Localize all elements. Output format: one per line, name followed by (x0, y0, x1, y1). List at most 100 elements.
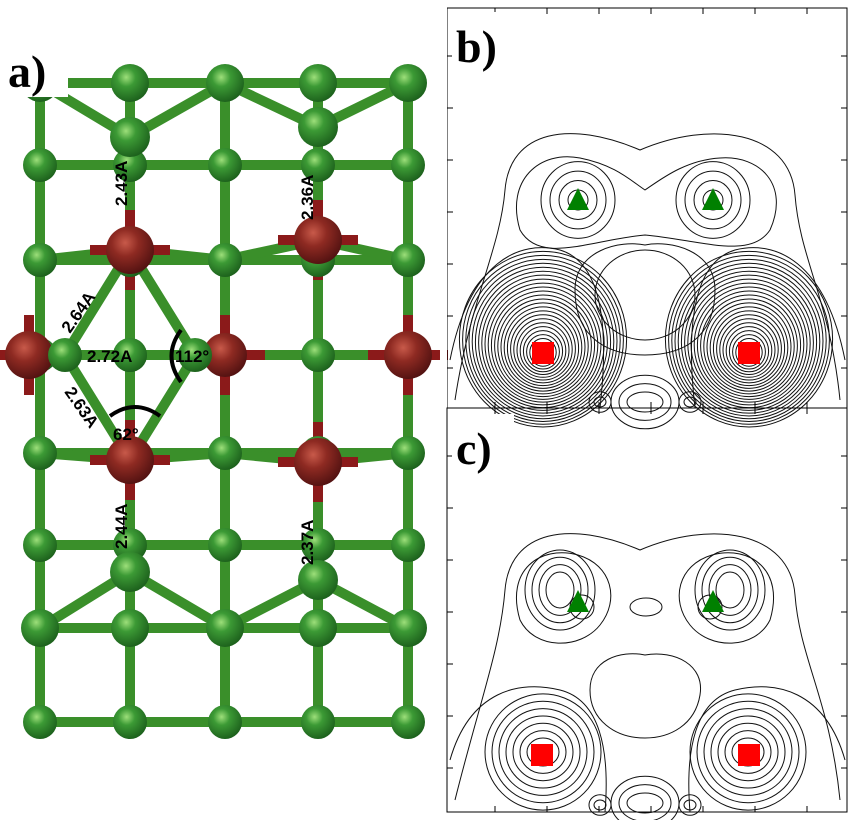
host-atom (301, 148, 335, 182)
host-atom (206, 609, 244, 647)
contour-line (677, 266, 821, 417)
contour-line (719, 318, 779, 381)
contour-line (478, 274, 608, 411)
contour-panel-c: c) (446, 407, 848, 820)
host-atom (113, 528, 147, 562)
contour-line (709, 306, 789, 389)
contour-line (680, 270, 818, 414)
contour-line (545, 571, 575, 609)
host-atom (110, 117, 150, 157)
contour-line (522, 330, 564, 373)
contour-line (700, 294, 798, 398)
host-atom (299, 609, 337, 647)
host-atom (208, 243, 242, 277)
contour-line (725, 326, 773, 376)
contour-line (683, 799, 697, 811)
contour-line (594, 249, 696, 341)
contour-line (629, 597, 663, 617)
contour-line (618, 383, 672, 421)
contour-line (678, 391, 702, 413)
angle-arc-112 (169, 328, 183, 384)
angle-label: 62° (113, 425, 139, 444)
contour-line (717, 722, 779, 782)
contour-lines-c (449, 533, 846, 820)
contour-panel-b: b) (440, 0, 848, 820)
contour-line (593, 799, 607, 811)
contour-line (735, 338, 763, 367)
contour-line (494, 294, 592, 398)
contour-line (675, 161, 751, 239)
host-atom (23, 148, 57, 182)
contour-line (471, 266, 615, 417)
contour-line (708, 564, 752, 616)
host-atom (21, 609, 59, 647)
dopant-atom (294, 438, 342, 486)
contour-line (515, 552, 612, 644)
contour-line (449, 686, 607, 813)
contour-line (490, 290, 596, 400)
contour-line (697, 594, 723, 620)
contour-line (500, 302, 586, 392)
contour-line (462, 254, 624, 425)
contour-line (497, 298, 589, 395)
contour-line (538, 564, 582, 616)
contour-line (503, 306, 583, 389)
atom-layer (5, 64, 432, 739)
contour-line (484, 693, 602, 811)
triangle-marker (702, 188, 724, 210)
host-atom (110, 552, 150, 592)
contour-line (491, 700, 595, 804)
panel-c-frame (446, 407, 848, 813)
axis-ticks-c (447, 408, 847, 812)
contour-line (474, 270, 612, 414)
contour-line (558, 180, 598, 220)
host-atom (48, 338, 82, 372)
panel-b-label-bg (452, 12, 514, 70)
contour-line (512, 722, 574, 782)
contour-line (732, 334, 766, 370)
host-atom (113, 338, 147, 372)
contour-line (690, 247, 846, 409)
contour-line (683, 396, 697, 408)
contour-line (513, 318, 573, 381)
dopant-atom (5, 331, 53, 379)
contour-line (678, 552, 775, 644)
host-atom (299, 64, 337, 102)
contour-line (706, 302, 792, 392)
host-atom (23, 436, 57, 470)
dopant-atom (203, 333, 247, 377)
dopant-atom (106, 436, 154, 484)
contour-line (674, 262, 824, 420)
host-atom (206, 64, 244, 102)
contour-line (454, 533, 841, 801)
structure-panel: a) 2.43A 2.36A 2.64A 2.72A 112° 2.63A 62… (0, 35, 448, 739)
host-atom (208, 148, 242, 182)
frame-mask (440, 0, 447, 820)
contour-line (498, 708, 588, 796)
contour-line (684, 170, 742, 230)
host-atom (113, 148, 147, 182)
panel-c-label-bg (452, 414, 514, 472)
panel-a-label: a) (8, 46, 46, 97)
triangle-marker (567, 188, 589, 210)
contour-line (487, 286, 599, 403)
host-atom (111, 609, 149, 647)
contour-line (693, 286, 805, 403)
host-atom (391, 243, 425, 277)
contour-line (664, 250, 834, 428)
host-atom (391, 436, 425, 470)
angle-arc-62 (108, 405, 162, 418)
dopant-atom (106, 226, 154, 274)
contour-line (529, 338, 557, 367)
contour-line (690, 282, 808, 406)
bond-length-label: 2.44A (112, 504, 131, 549)
contour-line (589, 653, 701, 739)
contour-line (454, 133, 841, 401)
contour-line (505, 715, 581, 789)
square-marker (738, 744, 760, 766)
contour-line (716, 314, 782, 384)
contour-line (468, 262, 618, 420)
contour-line (688, 686, 846, 813)
contour-line (724, 730, 772, 774)
